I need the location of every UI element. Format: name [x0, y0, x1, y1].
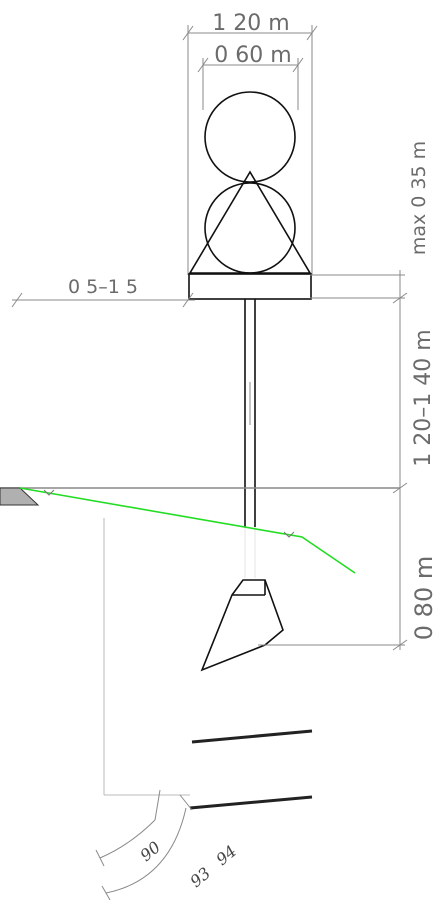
angle-tick-2 — [101, 885, 111, 900]
angle-tick-1 — [95, 849, 105, 867]
offset-dimension: 0 5–1 5 — [11, 276, 195, 308]
angle-leg-2 — [179, 794, 193, 811]
max-height-label: max 0 35 m — [408, 141, 430, 255]
terrain-line — [19, 487, 356, 574]
angle-arc-inner — [99, 819, 156, 859]
signal-head — [188, 91, 312, 300]
inner-width-label: 0 60 m — [214, 43, 291, 68]
terrain-tick-2 — [283, 531, 295, 538]
angle-label-94: 94 — [212, 841, 240, 869]
angle-label-93: 93 — [186, 863, 214, 891]
angle-leg-1 — [154, 789, 161, 821]
tick-plate — [392, 292, 408, 304]
plate-bar-lower — [189, 795, 313, 810]
right-dimensions: max 0 35 m 1 20–1 40 m 0 80 m — [258, 141, 435, 651]
outer-width-label: 1 20 m — [212, 11, 289, 36]
angle-label-90: 90 — [136, 837, 164, 865]
triangle-icon — [188, 170, 312, 274]
upper-disc-icon — [204, 91, 296, 183]
offset-tick-right — [182, 292, 194, 308]
offset-tick-left — [11, 292, 23, 308]
base-plate — [188, 273, 312, 300]
post — [244, 299, 256, 578]
lower-disc-icon — [204, 182, 296, 274]
top-dimensions: 1 20 m 0 60 m — [182, 11, 318, 275]
ground — [0, 487, 400, 574]
foundation-block — [200, 579, 284, 672]
post-height-label: 1 20–1 40 m — [411, 329, 435, 466]
angle-arc-outer — [105, 807, 187, 894]
offset-label: 0 5–1 5 — [68, 276, 138, 298]
road-slab — [0, 487, 40, 506]
terrain-tick-1 — [43, 489, 55, 496]
tick-foundation — [392, 639, 408, 651]
lower-section: 90 93 94 — [95, 518, 313, 900]
foundation-depth-label: 0 80 m — [410, 556, 435, 640]
plate-bar-upper — [191, 729, 313, 744]
foundation — [200, 579, 284, 672]
